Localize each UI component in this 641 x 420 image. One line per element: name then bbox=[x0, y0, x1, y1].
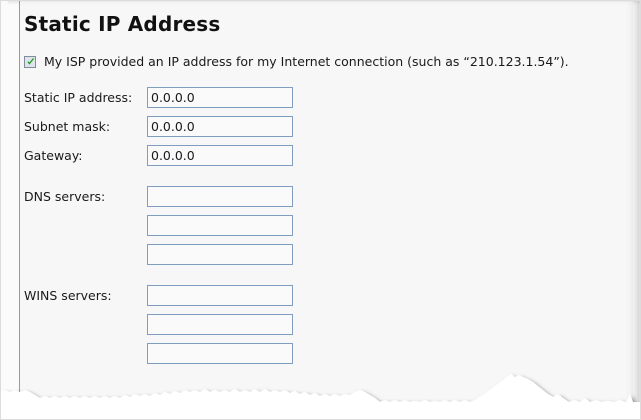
isp-checkbox-row[interactable]: My ISP provided an IP address for my Int… bbox=[24, 54, 624, 69]
form-content: Static IP Address My ISP provided an IP … bbox=[24, 0, 624, 372]
address-fields-group: Static IP address: Subnet mask: Gateway: bbox=[24, 87, 624, 166]
label-subnet-mask: Subnet mask: bbox=[24, 119, 111, 134]
input-wins-server-2[interactable] bbox=[147, 314, 293, 335]
field-row-subnet-mask: Subnet mask: bbox=[24, 116, 624, 137]
input-dns-server-2[interactable] bbox=[147, 215, 293, 236]
field-row-static-ip: Static IP address: bbox=[24, 87, 624, 108]
wins-servers-group: WINS servers: WINS servers: WINS servers… bbox=[24, 285, 624, 364]
input-subnet-mask[interactable] bbox=[147, 116, 293, 137]
field-row-dns-3: DNS servers: bbox=[24, 244, 624, 265]
input-static-ip-address[interactable] bbox=[147, 87, 293, 108]
field-row-wins-3: WINS servers: bbox=[24, 343, 624, 364]
input-wins-server-1[interactable] bbox=[147, 285, 293, 306]
page-sheet bbox=[8, 4, 633, 420]
field-row-wins-1: WINS servers: bbox=[24, 285, 624, 306]
left-gutter bbox=[1, 1, 19, 419]
dns-servers-group: DNS servers: DNS servers: DNS servers: bbox=[24, 186, 624, 265]
left-edge-rule bbox=[19, 1, 20, 419]
label-static-ip-address: Static IP address: bbox=[24, 90, 133, 105]
label-wins-servers: WINS servers: bbox=[24, 288, 112, 303]
checkmark-icon bbox=[27, 58, 35, 65]
label-gateway: Gateway: bbox=[24, 148, 83, 163]
isp-checkbox-label: My ISP provided an IP address for my Int… bbox=[44, 54, 569, 69]
input-dns-server-3[interactable] bbox=[147, 244, 293, 265]
page-title: Static IP Address bbox=[24, 12, 221, 36]
field-row-gateway: Gateway: bbox=[24, 145, 624, 166]
label-dns-servers: DNS servers: bbox=[24, 189, 106, 204]
field-row-dns-1: DNS servers: bbox=[24, 186, 624, 207]
isp-checkbox[interactable] bbox=[24, 56, 36, 68]
input-dns-server-1[interactable] bbox=[147, 186, 293, 207]
input-gateway[interactable] bbox=[147, 145, 293, 166]
field-row-dns-2: DNS servers: bbox=[24, 215, 624, 236]
field-row-wins-2: WINS servers: bbox=[24, 314, 624, 335]
input-wins-server-3[interactable] bbox=[147, 343, 293, 364]
